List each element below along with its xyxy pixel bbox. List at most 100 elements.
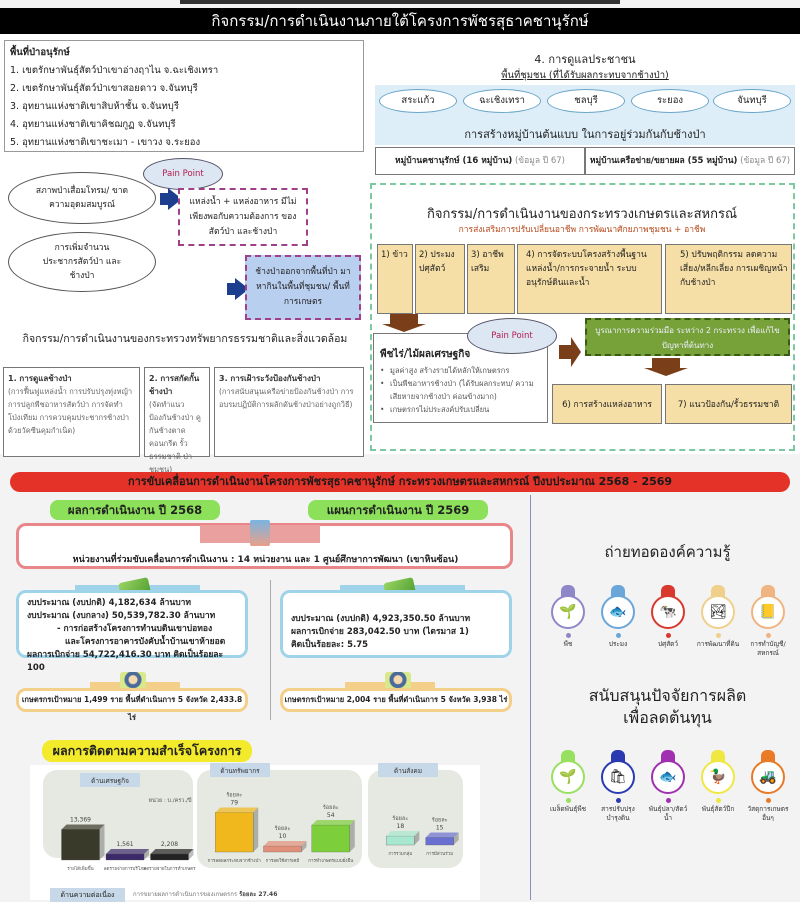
bar-side xyxy=(144,849,149,860)
results-2568-label: ผลการดำเนินงาน ปี 2568 xyxy=(50,500,220,520)
bar xyxy=(425,837,454,846)
continuity-value: ร้อยละ 27.46 xyxy=(239,891,278,898)
seed-icon: 🌱 xyxy=(551,760,585,794)
budget-2569-box: งบประมาณ (งบปกติ) 4,923,350.50 ล้านบาท ผ… xyxy=(280,590,512,658)
icon-dot xyxy=(615,633,621,638)
support-title: สนับสนุนปัจจัยการผลิตเพื่อลดต้นทุน xyxy=(540,685,795,729)
support-title-line: เพื่อลดต้นทุน xyxy=(623,708,712,727)
people-care-subtitle: พื้นที่ชุมชน (ที่ได้รับผลกระทบจากช้างป่า… xyxy=(501,70,669,81)
province-oval: ชลบุรี xyxy=(547,89,625,113)
budget-line: คิดเป็นร้อยละ: 5.75 xyxy=(291,640,369,650)
bar-category-label: การมีส่วนร่วม xyxy=(426,851,453,857)
bar-value-prefix: ร้อยละ xyxy=(432,817,448,824)
plant-icon: 🌱 xyxy=(551,595,585,629)
icon-label: การทำบัญชี/ สหกรณ์ xyxy=(750,640,786,657)
poultry-icon: 🦆 xyxy=(701,760,735,794)
forest-area-item: 2. เขตรักษาพันธุ์สัตว์ป่าเขาสอยดาว จ.จัน… xyxy=(10,83,198,94)
moe-activity-box: 3. การเฝ้าระวังป้องกันช้างป่า(การสนับสนุ… xyxy=(214,367,364,457)
province-oval: ระยอง xyxy=(631,89,709,113)
moac-item: 5) ปรับพฤติกรรม ลดความเสี่ยง/หลีกเลี่ยง … xyxy=(665,244,792,314)
bar xyxy=(263,845,302,853)
icon-dot xyxy=(565,633,571,638)
economic-crops-title: พืชไร่/ไม้ผลเศรษฐกิจ xyxy=(380,349,471,360)
icon-dot xyxy=(665,798,671,803)
bar-value-label: 79 xyxy=(230,800,238,807)
icon-dot xyxy=(765,798,771,803)
top-border xyxy=(180,0,620,4)
budget-line: และโครงการอาคารบังคับน้ำบ้านเขาห้ายอด xyxy=(65,637,226,647)
bar-top xyxy=(425,832,459,838)
bar-top xyxy=(150,849,194,854)
model-village-caption: การสร้างหมู่บ้านต้นแบบ ในการอยู่ร่วมกันก… xyxy=(464,128,706,141)
units-text: หน่วยงานที่ร่วมขับเคลื่อนการดำเนินงาน : … xyxy=(72,555,459,565)
bar-value-label: 2,208 xyxy=(161,841,178,848)
icon-card: 🦆 พันธุ์สัตว์ปีก xyxy=(695,750,741,814)
icon-label: ประมง xyxy=(608,640,628,648)
bar-category-label: การลดผลกระทบจากช้างป่า xyxy=(208,858,262,864)
bar-value-prefix: ร้อยละ xyxy=(275,825,291,832)
icon-card: 🐟ประมง xyxy=(595,585,641,649)
icon-cap xyxy=(711,750,725,762)
icon-card: 🚜 วัสดุการเกษตรอื่นๆ xyxy=(745,750,791,823)
moac-title: กิจกรรม/การดำเนินงานของกระทรวงเกษตรและสห… xyxy=(426,207,738,222)
moe-activity-box: 1. การดูแลช้างป่า(การฟื้นฟูแหล่งน้ำ การป… xyxy=(3,367,140,457)
moe-title: กิจกรรม/การดำเนินงานของกระทรวงทรัพยากรธร… xyxy=(22,333,348,345)
icon-label: วัสดุการเกษตรอื่นๆ xyxy=(747,805,789,822)
accounting-icon: 📒 xyxy=(751,595,785,629)
bar-side xyxy=(188,849,194,860)
integration-box: บูรณาการความร่วมมือ ระหว่าง 2 กระทรวง เพ… xyxy=(585,318,790,356)
arrow-right-icon xyxy=(559,337,581,367)
village-note: (ข้อมูล ปี 67) xyxy=(740,156,791,166)
moac-item: 3) อาชีพ เสริม xyxy=(467,244,515,314)
moe-activity-head: 1. การดูแลช้างป่า xyxy=(8,374,72,383)
village-label: หมู่บ้านเครือข่าย/ขยายผล (55 หมู่บ้าน) xyxy=(589,156,738,166)
icon-dot xyxy=(615,798,621,803)
cause-oval: สภาพป่าเสื่อมโทรม/ ขาดความอุดมสมบูรณ์ xyxy=(8,172,156,224)
moac-item-6: 6) การสร้างแหล่งอาหาร xyxy=(552,384,662,424)
economic-crops-box: พืชไร่/ไม้ผลเศรษฐกิจ มูลค่าสูง สร้างรายไ… xyxy=(373,333,548,423)
budget-line: งบประมาณ (งบปกติ) 4,923,350.50 ล้านบาท xyxy=(291,614,471,624)
village-label: หมู่บ้านคชานุรักษ์ (16 หมู่บ้าน) xyxy=(395,156,513,166)
chart-unit-label: หน่วย : บ./ครว./ปี xyxy=(149,797,192,804)
chart-title: ด้านสังคม xyxy=(394,767,422,775)
moe-activity-body: (การสนับสนุนเครือข่ายป้องกันช้างป่า การอ… xyxy=(219,387,354,409)
arrow-down-icon xyxy=(382,314,426,332)
icon-label: พันธุ์ปลา/สัตว์น้ำ xyxy=(648,805,688,822)
province-oval: ฉะเชิงเทรา xyxy=(463,89,541,113)
forest-area-box: พื้นที่ป่าอนุรักษ์ 1. เขตรักษาพันธุ์สัตว… xyxy=(4,40,364,152)
chart-title-tab xyxy=(210,763,270,777)
moe-activity-box: 2. การสกัดกั้นช้างป่า(จัดทำแนวป้องกันช้า… xyxy=(144,367,210,474)
continuity-desc: การขยายผลการดำเนินการของเกษตรกร xyxy=(133,891,238,898)
icon-cap xyxy=(611,750,625,762)
crop-bullet: มูลค่าสูง สร้างรายได้หลักให้เกษตรกร xyxy=(380,364,541,377)
bar-value-label: 13,369 xyxy=(70,816,91,823)
bar-top xyxy=(61,824,105,830)
moac-item: 4) การจัดระบบโครงสร้างพื้นฐาน แหล่งน้ำ/ก… xyxy=(517,244,662,314)
effect-box-elephant: ช้างป่าออกจากพื้นที่ป่า มาหากินในพื้นที่… xyxy=(245,255,361,320)
icon-cap xyxy=(661,750,675,762)
budget-line: งบประมาณ (งบปกติ) 4,182,634 ล้านบาท xyxy=(27,598,192,608)
moe-activity-body: (จัดทำแนวป้องกันช้างป่า คูกันช้างตาดคอนก… xyxy=(149,400,201,474)
crop-bullet: เป็นพืชอาหารช้างป่า (ได้รับผลกระทบ/ ความ… xyxy=(380,377,541,403)
chart-title: ด้านทรัพยากร xyxy=(220,767,260,775)
icon-label: การพัฒนาที่ดิน xyxy=(696,640,740,648)
forest-area-title: พื้นที่ป่าอนุรักษ์ xyxy=(10,47,70,58)
bar-category-label: การทำเกษตรแบบยั่งยืน xyxy=(308,857,353,864)
icon-dot xyxy=(715,633,721,638)
divider xyxy=(270,580,271,720)
village-box: หมู่บ้านเครือข่าย/ขยายผล (55 หมู่บ้าน) (… xyxy=(585,147,795,175)
icon-dot xyxy=(765,633,771,638)
land-icon: 🏞 xyxy=(701,595,735,629)
moac-item-7: 7) แนวป้องกัน/รั้วธรรมชาติ xyxy=(665,384,792,424)
icon-label: ปศุสัตว์ xyxy=(657,640,679,648)
icon-label: พันธุ์สัตว์ปีก xyxy=(701,805,735,813)
monitoring-title: ผลการติดตามความสำเร็จโครงการ xyxy=(42,740,252,762)
farm-tools-icon: 🚜 xyxy=(751,760,785,794)
budget-line: งบประมาณ (งบกลาง) 50,539,782.30 ล้านบาท xyxy=(27,611,216,621)
icon-dot xyxy=(565,798,571,803)
effect-box: แหล่งน้ำ + แหล่งอาหาร มีไม่เพียงพอกับควา… xyxy=(178,188,308,246)
province-band: สระแก้ว ฉะเชิงเทรา ชลบุรี ระยอง จันทบุรี xyxy=(375,85,795,145)
icon-label: สารปรับปรุง บำรุงดิน xyxy=(601,805,635,822)
social-panel xyxy=(368,770,463,868)
bar-top xyxy=(386,831,420,836)
